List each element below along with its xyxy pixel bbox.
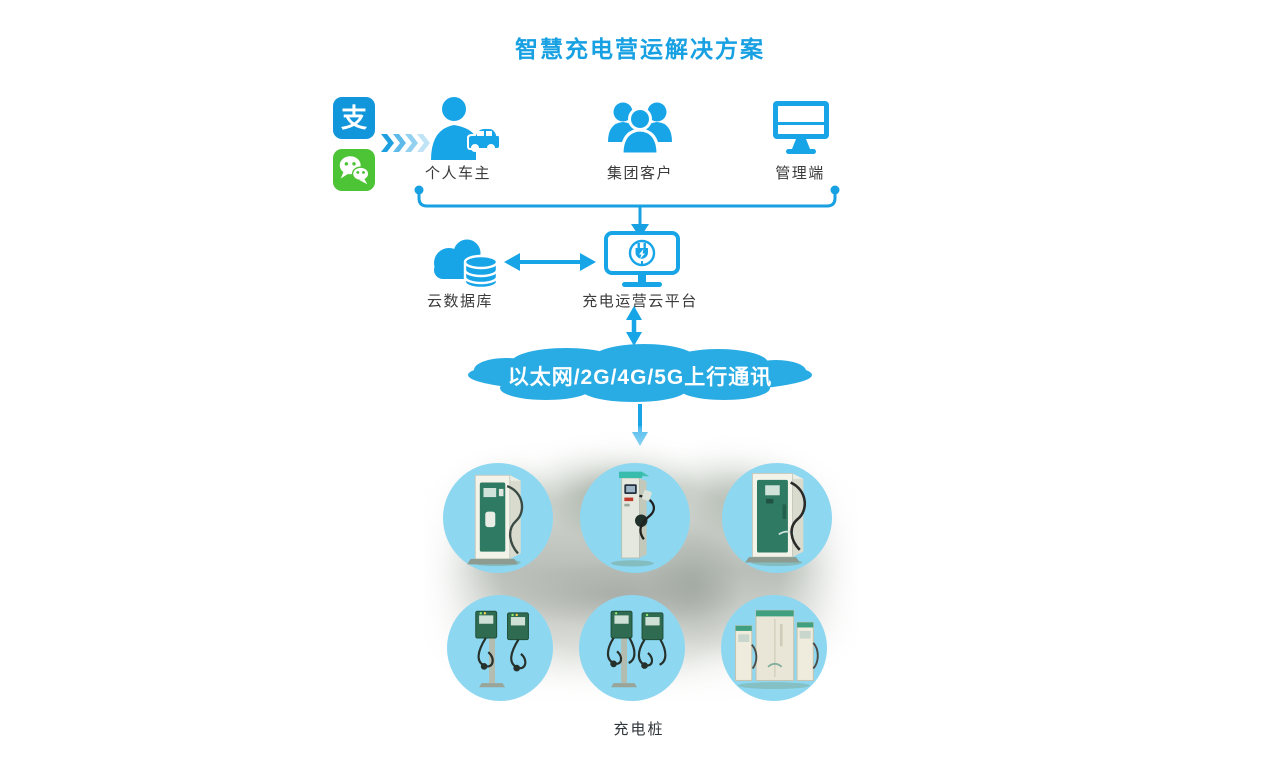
double-arrow-horizontal [504,253,596,271]
page-title: 智慧充电营运解决方案 [515,36,765,62]
pile-circle-5 [579,595,685,701]
double-arrow-vertical [626,306,642,346]
charging-cabinet-group [735,609,819,690]
pile-circle-1 [443,463,553,573]
dual-wallbox-chargers [475,610,529,688]
dual-wallbox-chargers [606,610,667,688]
entity-label-management: 管理端 [775,165,825,182]
network-cloud-shape [468,344,812,402]
alipay-icon: 支 [333,97,375,139]
cloud-database-icon [434,239,499,289]
driver-with-car-icon [431,97,500,160]
management-monitor-icon [773,101,829,154]
platform-label: 充电运营云平台 [582,293,698,310]
cloud-db-label: 云数据库 [426,293,494,310]
pile-circle-3 [722,463,832,573]
pile-circle-2 [580,463,690,573]
wechat-bubbles [339,156,370,185]
pole-mounted-charger [611,471,656,567]
entity-label-group: 集团客户 [606,165,674,182]
alipay-glyph: 支 [340,103,367,133]
wechat-icon [333,149,375,191]
pile-circle-4 [447,595,553,701]
chevron-flow-icon [381,134,430,152]
dc-fast-charger-cabinet [745,473,806,567]
charging-pile-label: 充电桩 [613,721,665,738]
bracket-connector [414,185,840,238]
pile-circle-6 [721,595,827,701]
floor-standing-charger [467,474,524,567]
entity-label-driver: 个人车主 [424,165,492,182]
network-banner-text: 以太网/2G/4G/5G上行通讯 [507,366,773,389]
charging-cloud-platform-icon [604,231,680,287]
group-customers-icon [608,102,672,156]
